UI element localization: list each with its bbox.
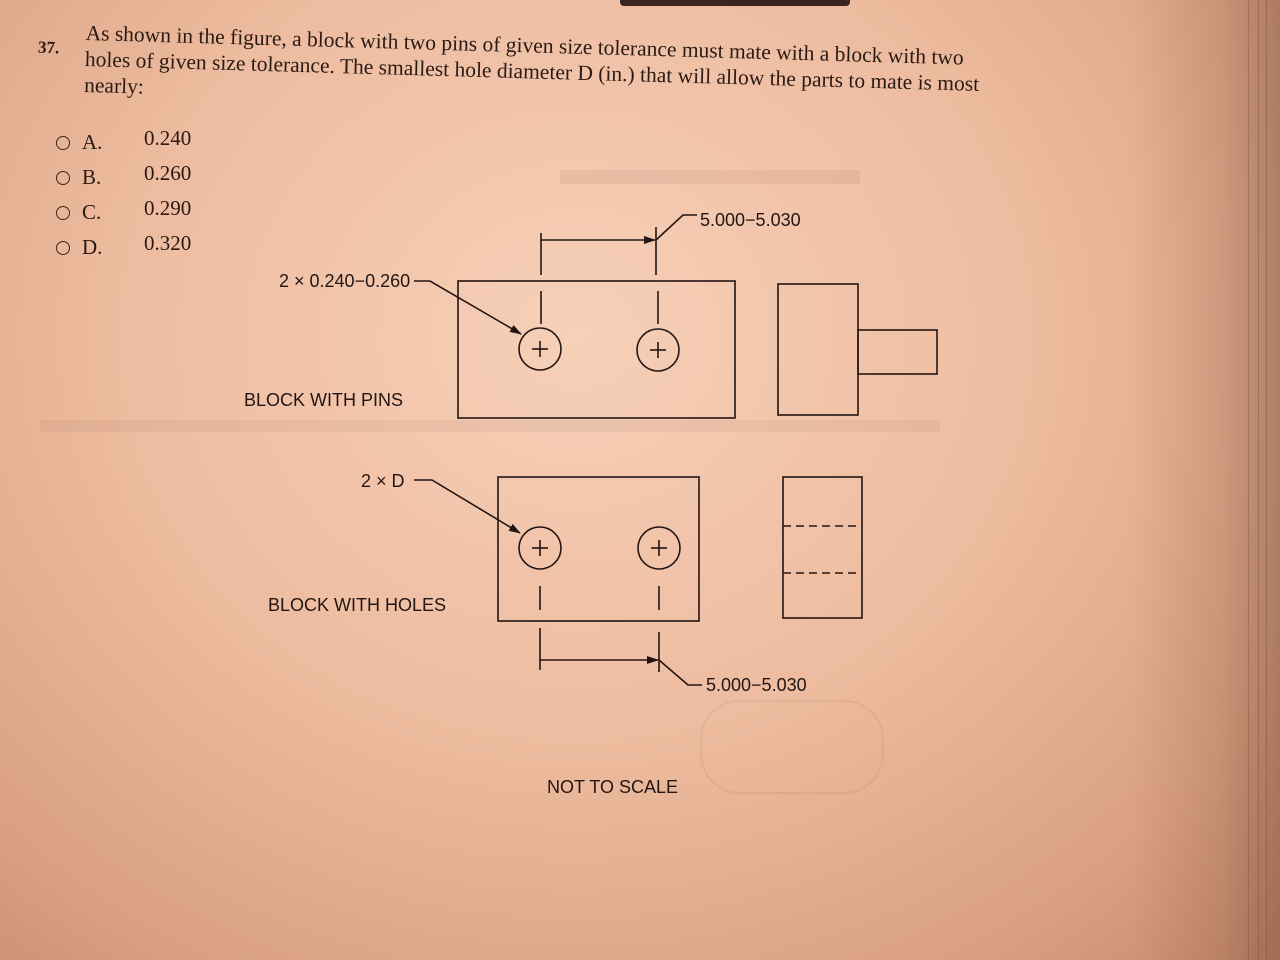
pin-callout-leader — [414, 280, 522, 335]
page-edge-line — [1266, 0, 1267, 960]
option-letter: B. — [82, 165, 102, 189]
option-value: 0.320 — [144, 231, 192, 255]
radio-circle-icon[interactable] — [56, 136, 70, 150]
pin-circle — [636, 328, 680, 372]
hole-circle — [518, 526, 562, 570]
option-value: 0.260 — [144, 161, 192, 185]
pin-block-front-view — [457, 280, 736, 419]
pin-side-profile — [857, 329, 938, 375]
pin-circle — [518, 327, 562, 371]
pin-block-side-view — [777, 283, 859, 416]
radio-circle-icon[interactable] — [56, 206, 70, 220]
option-letter: C. — [82, 200, 102, 224]
bottom-dimension-value: 5.000−5.030 — [706, 675, 807, 695]
page-edge-shadow — [1130, 0, 1280, 960]
top-dimension-value: 5.000−5.030 — [700, 210, 801, 230]
option-letter: A. — [82, 130, 103, 154]
option-value: 0.290 — [144, 196, 192, 220]
pins-block-label: BLOCK WITH PINS — [244, 390, 403, 410]
radio-circle-icon[interactable] — [56, 241, 70, 255]
hole-size-callout: 2 × D — [361, 471, 405, 491]
holes-block-label: BLOCK WITH HOLES — [268, 595, 446, 615]
hole-block-front-view — [497, 476, 700, 622]
bottom-dimension-leader — [658, 659, 702, 686]
scale-note: NOT TO SCALE — [547, 777, 678, 797]
top-dimension-leader — [655, 214, 697, 241]
page-header-strip — [620, 0, 850, 6]
hole-callout-leader — [414, 479, 521, 534]
option-value: 0.240 — [144, 126, 192, 150]
hole-circle — [637, 526, 681, 570]
hole-block-side-view — [782, 476, 863, 619]
pin-size-callout: 2 × 0.240−0.260 — [279, 271, 410, 291]
page-edge-line — [1248, 0, 1249, 960]
option-letter: D. — [82, 235, 103, 259]
radio-circle-icon[interactable] — [56, 171, 70, 185]
page-edge-line — [1258, 0, 1259, 960]
